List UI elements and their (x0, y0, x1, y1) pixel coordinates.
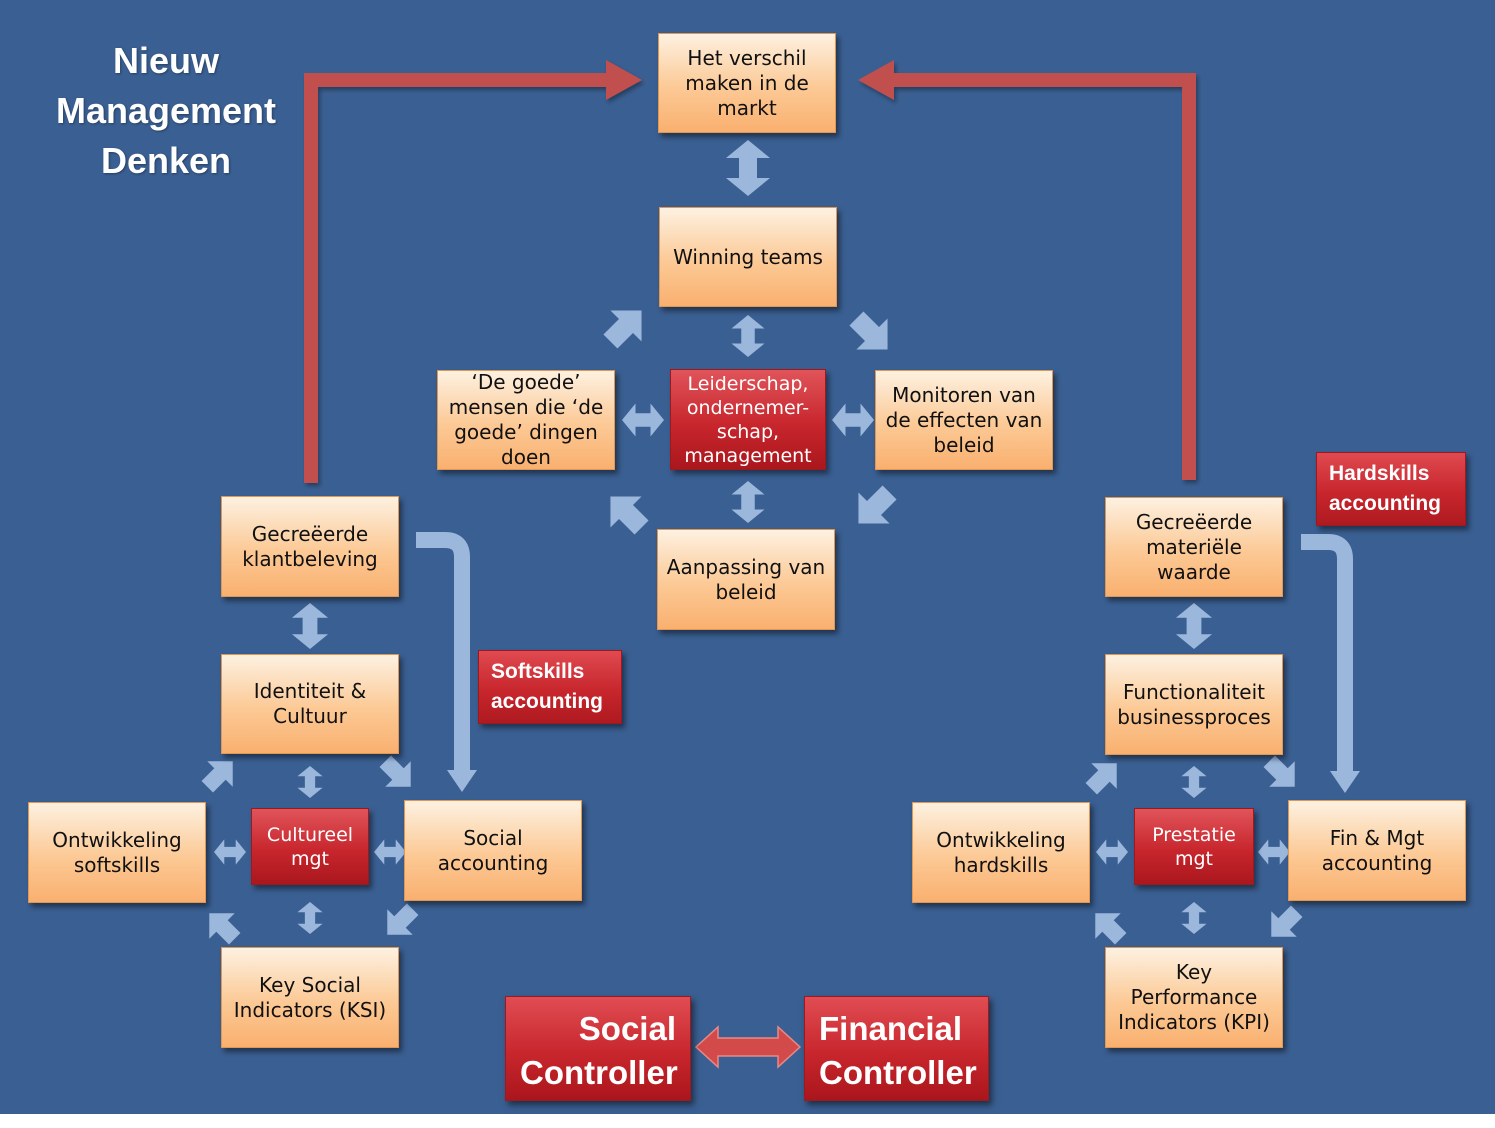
arrow-kpi-to-hardskills (1082, 900, 1134, 952)
double-arrow-materiele-functionaliteit (1175, 603, 1213, 649)
double-arrow-functionaliteit-prestatie (1181, 766, 1207, 798)
box-identiteit: Identiteit & Cultuur (221, 654, 399, 754)
box-aanpassing: Aanpassing van beleid (657, 529, 835, 630)
label-softskills-accounting: Softskills accounting (478, 650, 622, 724)
arrow-goede-to-teams (594, 294, 658, 358)
double-arrow-prestatie-fin (1258, 839, 1290, 865)
box-functionaliteit: Functionaliteit businessproces (1105, 654, 1283, 755)
page-title: Nieuw Management Denken (55, 40, 277, 181)
double-arrow-klant-identiteit (291, 603, 329, 649)
social-controller: Social Controller (505, 996, 691, 1101)
double-arrow-teams-leiderschap (731, 315, 765, 357)
box-social-accounting: Social accounting (404, 800, 582, 901)
box-softskills-ontwikkeling: Ontwikkeling softskills (28, 802, 206, 903)
box-materiele-waarde: Gecreëerde materiële waarde (1105, 497, 1283, 597)
double-arrow-goede-leiderschap (622, 403, 664, 437)
arrow-softskills-to-identiteit (194, 748, 246, 800)
box-goede-mensen: ‘De goede’ mensen die ‘de goede’ dingen … (437, 370, 615, 470)
box-winning-teams: Winning teams (659, 207, 837, 307)
box-leiderschap: Leiderschap, ondernemer- schap, manageme… (670, 369, 826, 470)
arrow-teams-to-monitoren (840, 302, 904, 366)
softskills-hook-arrow (416, 532, 477, 792)
double-arrow-cultureel-ksi (297, 902, 323, 934)
box-klantbeleving: Gecreëerde klantbeleving (221, 496, 399, 597)
arrow-hardskills-to-functionaliteit (1078, 750, 1130, 802)
box-prestatie: Prestatie mgt (1134, 808, 1254, 885)
box-ksi: Key Social Indicators (KSI) (221, 947, 399, 1048)
box-hardskills-ontwikkeling: Ontwikkeling hardskills (912, 802, 1090, 903)
arrow-ksi-to-softskills (196, 900, 248, 952)
arrow-aanpassing-to-goede (594, 480, 658, 544)
financial-controller: Financial Controller (804, 996, 989, 1101)
double-arrow-markt-teams (726, 140, 770, 196)
box-kpi: Key Performance Indicators (KPI) (1105, 947, 1283, 1048)
label-hardskills-accounting: Hardskills accounting (1316, 452, 1466, 526)
arrow-monitoren-to-aanpassing (842, 476, 906, 540)
double-arrow-leiderschap-aanpassing (731, 481, 765, 523)
box-markt: Het verschil maken in de markt (658, 33, 836, 133)
arrow-social-to-ksi (374, 896, 426, 948)
controller-double-arrow (694, 1025, 802, 1069)
double-arrow-softskills-cultureel (214, 839, 246, 865)
arrow-fin-to-kpi (1258, 898, 1310, 950)
double-arrow-cultureel-social (374, 839, 406, 865)
box-fin-mgt-accounting: Fin & Mgt accounting (1288, 800, 1466, 901)
box-cultureel: Cultureel mgt (251, 808, 369, 885)
arrow-functionaliteit-to-fin (1256, 748, 1308, 800)
double-arrow-identiteit-cultureel (297, 766, 323, 798)
double-arrow-prestatie-kpi (1181, 902, 1207, 934)
hardskills-hook-arrow (1301, 534, 1360, 793)
double-arrow-hardskills-prestatie (1096, 839, 1128, 865)
double-arrow-leiderschap-monitoren (832, 403, 874, 437)
box-monitoren: Monitoren van de effecten van beleid (875, 370, 1053, 470)
arrow-identiteit-to-social (372, 748, 424, 800)
